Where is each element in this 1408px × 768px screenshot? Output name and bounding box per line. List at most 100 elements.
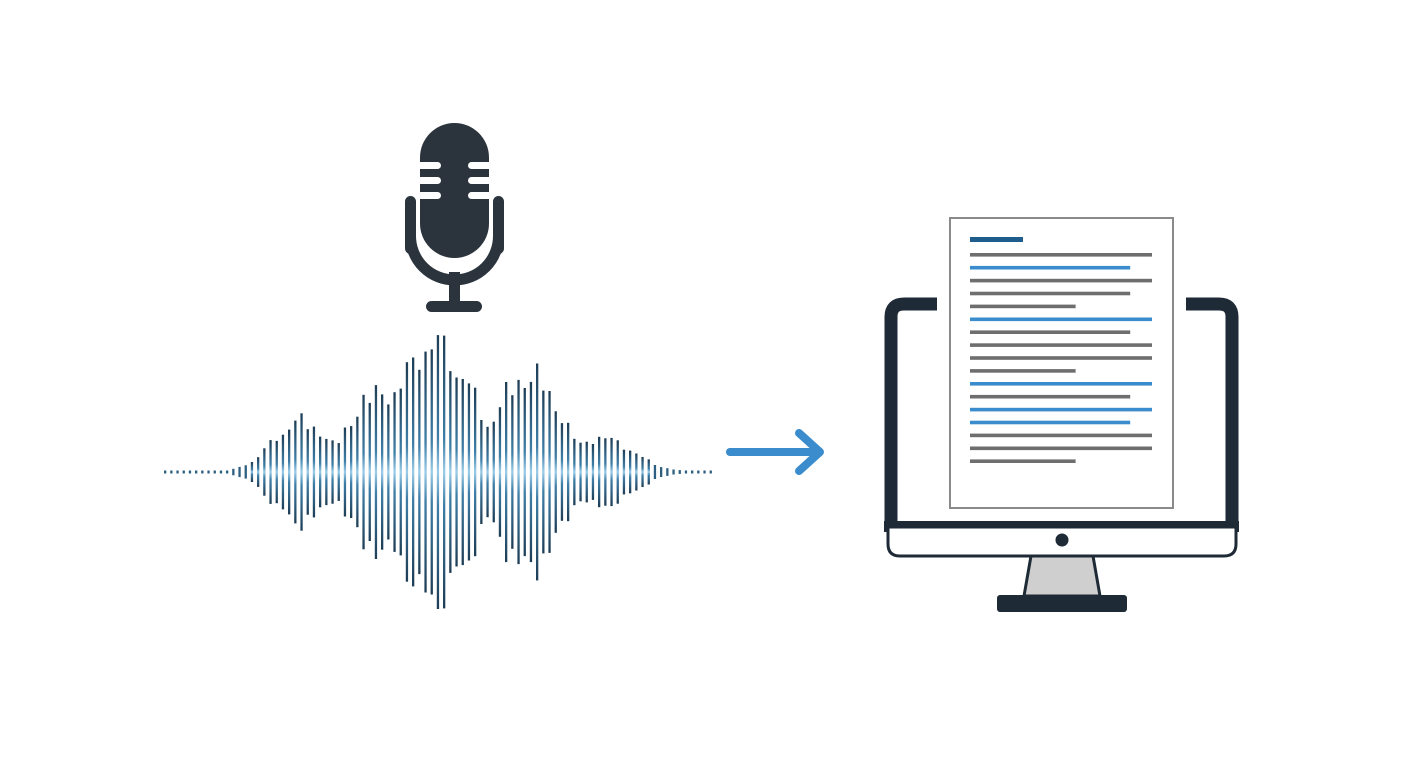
wave-bar: [573, 438, 576, 506]
wave-bar: [443, 335, 446, 609]
wave-bar: [244, 465, 247, 479]
wave-bar: [449, 371, 452, 573]
document-text-line: [970, 433, 1152, 438]
document-text-lines: [970, 253, 1152, 463]
wave-bar: [436, 335, 440, 609]
transcript-document: [949, 217, 1174, 509]
document-text-line: [970, 343, 1152, 347]
wave-bar: [294, 420, 297, 524]
wave-bar: [598, 436, 601, 508]
wave-bar: [288, 429, 291, 515]
wave-bar: [523, 388, 526, 557]
wave-bar: [529, 381, 533, 563]
wave-bar: [350, 426, 353, 518]
wave-bar: [207, 470, 210, 474]
wave-bar: [480, 420, 483, 524]
document-text-line: [970, 382, 1152, 386]
wave-bar: [306, 429, 309, 515]
wave-bar: [300, 413, 303, 531]
wave-bar: [170, 470, 173, 474]
wave-bar: [567, 422, 570, 522]
document-text-line: [970, 304, 1076, 309]
wave-bar: [474, 387, 477, 557]
wave-bar: [542, 390, 545, 554]
wave-bar: [263, 448, 266, 496]
wave-bar: [188, 470, 192, 474]
wave-bar: [585, 441, 588, 503]
sound-wave: [164, 335, 712, 609]
wave-bar: [374, 385, 378, 559]
wave-bar: [672, 469, 675, 475]
wave-bar: [455, 377, 458, 567]
wave-bar: [226, 470, 229, 474]
wave-bar: [616, 440, 619, 504]
wave-bar: [560, 423, 564, 521]
wave-bar: [486, 426, 489, 518]
document-text-line: [970, 291, 1131, 296]
wave-bar: [492, 421, 495, 523]
wave-bar: [393, 392, 396, 552]
wave-bar: [691, 470, 694, 474]
wave-bar: [629, 450, 632, 494]
wave-bar: [312, 426, 316, 518]
wave-bar: [269, 440, 272, 504]
wave-bar: [281, 434, 285, 510]
microphone-icon: [405, 123, 504, 312]
wave-bar: [250, 462, 254, 482]
wave-bar: [424, 351, 427, 593]
wave-bar: [201, 470, 204, 474]
wave-bar: [164, 470, 167, 474]
wave-bar: [678, 470, 681, 474]
wave-bar: [660, 467, 663, 477]
document-text-line: [970, 265, 1131, 270]
wave-bar: [697, 470, 700, 474]
wave-bar: [536, 363, 539, 581]
wave-bar: [399, 388, 402, 556]
wave-bar: [381, 394, 384, 550]
wave-bar: [554, 411, 557, 533]
wave-bar: [498, 407, 502, 537]
wave-bar: [635, 453, 638, 491]
wave-bar: [511, 395, 514, 549]
wave-bar: [405, 362, 409, 582]
wave-bar: [467, 383, 471, 561]
computer-monitor-icon: [884, 297, 1239, 612]
wave-bar: [356, 416, 359, 528]
power-button-icon: [1055, 533, 1069, 547]
wave-bar: [232, 468, 235, 476]
wave-bar: [195, 470, 198, 474]
wave-bar: [684, 470, 688, 474]
arrow-right-icon: [726, 429, 824, 475]
wave-bar: [319, 436, 322, 508]
document-text-line: [970, 394, 1131, 399]
wave-bar: [219, 470, 223, 474]
wave-bar: [548, 391, 551, 553]
wave-bar: [275, 440, 278, 504]
wave-bar: [461, 379, 464, 566]
wave-bar: [641, 457, 644, 487]
wave-bar: [666, 468, 669, 476]
wave-bar: [653, 465, 657, 479]
document-text-line: [970, 369, 1076, 373]
wave-bar: [325, 438, 328, 506]
wave-bar: [213, 470, 216, 474]
wave-bar: [412, 357, 415, 587]
wave-bar: [505, 382, 508, 563]
document-text-line: [970, 446, 1152, 451]
wave-bar: [604, 438, 607, 506]
document-text-line: [970, 459, 1076, 463]
wave-bar: [622, 449, 626, 495]
wave-bar: [703, 470, 706, 474]
wave-bar: [418, 369, 421, 575]
wave-bar: [238, 466, 241, 478]
wave-bar: [591, 444, 595, 500]
document-text-line: [970, 278, 1152, 283]
wave-bar: [176, 470, 179, 474]
document-text-line: [970, 330, 1131, 334]
wave-bar: [579, 442, 582, 502]
document-heading-line: [970, 237, 1023, 242]
wave-bar: [362, 394, 365, 550]
wave-bar: [257, 457, 260, 487]
wave-bar: [387, 404, 390, 540]
